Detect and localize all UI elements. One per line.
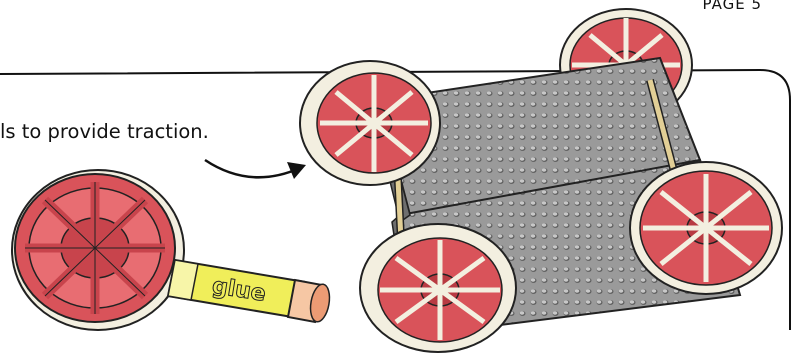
glue-stick: glue bbox=[168, 260, 332, 323]
wheel-back-left bbox=[300, 61, 440, 185]
wheel-front-right bbox=[630, 162, 782, 294]
pointer-arrow-icon bbox=[205, 160, 300, 177]
loose-wheel bbox=[12, 170, 184, 330]
wheel-front-left bbox=[360, 224, 516, 352]
